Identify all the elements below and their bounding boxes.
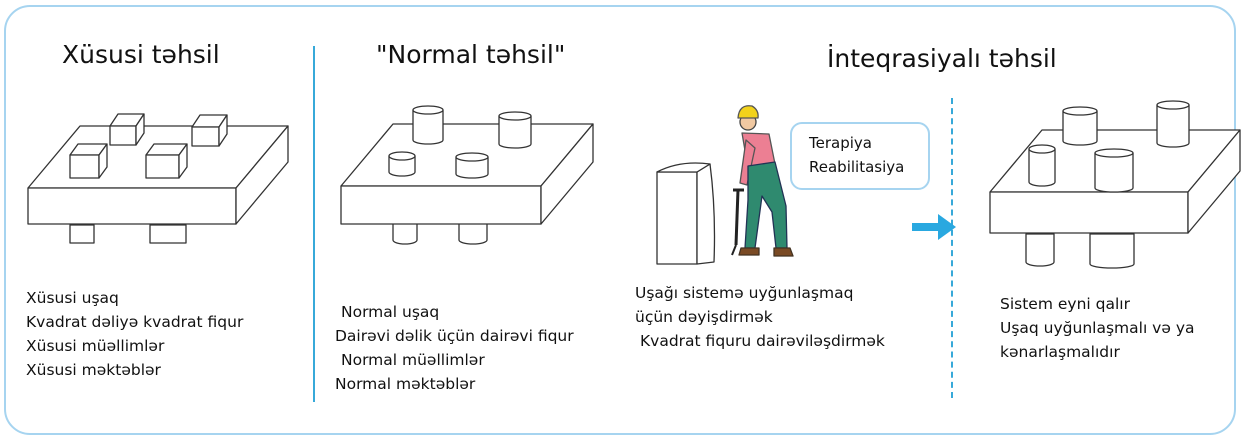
list-item: Xüsusi uşaq <box>26 289 119 307</box>
round-peg <box>455 152 489 179</box>
round-peg <box>1156 100 1190 148</box>
list-item: Normal məktəblər <box>335 375 476 393</box>
panel-title-integrated: İnteqrasiyalı təhsil <box>827 44 1057 73</box>
round-peg <box>1094 148 1134 193</box>
round-peg <box>1062 106 1098 146</box>
list-item: Kvadrat dəliyə kvadrat fiqur <box>26 313 244 331</box>
square-peg <box>145 143 188 179</box>
arrow-right-icon <box>912 214 956 240</box>
list-item: Xüsusi müəllimlər <box>26 337 165 355</box>
list-item: Kvadrat fiquru dairəviləşdirmək <box>640 332 885 350</box>
list-item: Xüsusi məktəblər <box>26 361 161 379</box>
integrated-board <box>989 100 1241 269</box>
worker-figure <box>731 105 794 257</box>
square-peg <box>191 114 228 147</box>
round-peg <box>1028 144 1056 187</box>
adapt-child-list: Uşağı sistemə uyğunlaşmaq üçün dəyişdirm… <box>635 281 885 353</box>
panel-divider <box>313 46 315 402</box>
diagram-frame <box>4 5 1236 435</box>
square-peg <box>69 143 108 179</box>
round-peg-board <box>340 105 594 245</box>
round-peg <box>412 105 444 145</box>
square-peg-board <box>27 113 289 244</box>
rehabilitation-label: Reabilitasiya <box>809 158 905 176</box>
list-item: Uşağı sistemə uyğunlaşmaq <box>635 284 854 302</box>
list-item: Sistem eyni qalır <box>1000 295 1130 313</box>
special-education-list: Xüsusi uşaq Kvadrat dəliyə kvadrat fiqur… <box>26 286 243 382</box>
square-block <box>656 162 716 265</box>
round-peg <box>388 151 416 177</box>
list-item: kənarlaşmalıdır <box>1000 343 1120 361</box>
list-item: Normal uşaq <box>341 303 440 321</box>
list-item: Dairəvi dəlik üçün dairəvi fiqur <box>335 327 574 345</box>
system-same-list: Sistem eyni qalır Uşaq uyğunlaşmalı və y… <box>1000 292 1195 364</box>
therapy-label: Terapiya <box>809 134 872 152</box>
normal-education-list: Normal uşaq Dairəvi dəlik üçün dairəvi f… <box>335 300 574 396</box>
list-item: Uşaq uyğunlaşmalı və ya <box>1000 319 1195 337</box>
list-item: Normal müəllimlər <box>341 351 485 369</box>
dashed-divider <box>951 98 953 398</box>
panel-title-special: Xüsusi təhsil <box>62 40 220 69</box>
round-peg <box>498 111 532 149</box>
square-peg <box>109 113 145 146</box>
therapy-box: Terapiya Reabilitasiya <box>790 122 930 190</box>
list-item: üçün dəyişdirmək <box>635 308 773 326</box>
panel-title-normal: "Normal təhsil" <box>376 40 566 69</box>
